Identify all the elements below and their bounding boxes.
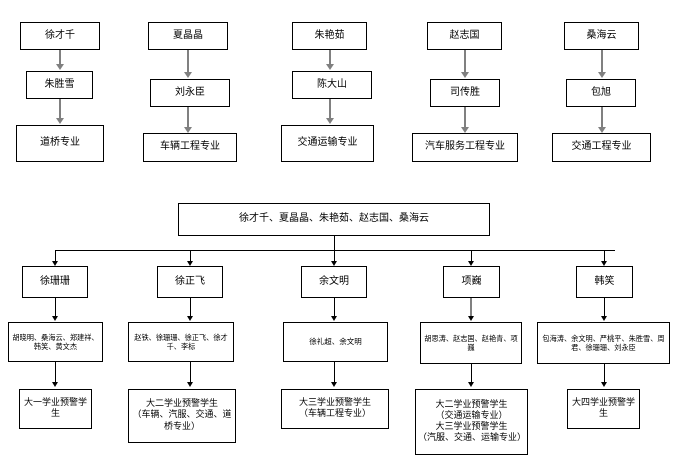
top-major-box-5: 交通工程专业 <box>552 133 651 162</box>
connector-line-top-4a <box>464 50 466 74</box>
arrow-branch-4-icon <box>468 261 474 266</box>
arrow-branch-3b-icon <box>331 382 337 387</box>
connector-line-top-2b <box>187 107 189 129</box>
connector-branch-5-b <box>604 364 605 383</box>
arrow-branch-1a-icon <box>52 316 58 321</box>
connector-line-top-2a <box>187 50 189 74</box>
arrow-top-3a-icon <box>326 64 334 70</box>
branch-target-box-2: 大二学业预警学生 （车辆、汽服、交通、道桥专业） <box>128 389 236 443</box>
connector-branch-3-a <box>334 298 335 317</box>
connector-drop-1 <box>55 250 56 262</box>
arrow-branch-4b-icon <box>468 382 474 387</box>
connector-branch-5-a <box>604 298 605 317</box>
arrow-top-2a-icon <box>184 72 192 78</box>
arrow-top-3b-icon <box>326 118 334 124</box>
connector-drop-5 <box>604 250 605 262</box>
arrow-branch-2a-icon <box>187 316 193 321</box>
branch-target-box-3: 大三学业预警学生 （车辆工程专业） <box>281 389 389 429</box>
connector-branch-2-a <box>190 298 191 317</box>
branch-members-box-5: 包海涛、余文明、严桃平、朱胜雪、周君、徐珊珊、刘永臣 <box>537 322 670 364</box>
arrow-branch-3a-icon <box>331 316 337 321</box>
top-major-box-3: 交通运输专业 <box>281 125 374 162</box>
connector-line-top-1b <box>59 99 61 120</box>
arrow-branch-5a-icon <box>601 316 607 321</box>
connector-distribution-bar <box>55 250 615 251</box>
connector-drop-4 <box>471 250 472 262</box>
branch-target-box-4: 大二学业预警学生 （交通运输专业） 大三学业预警学生 （汽服、交通、运输专业） <box>415 389 528 455</box>
connector-line-top-4b <box>464 107 466 129</box>
connector-branch-1-b <box>55 362 56 383</box>
connector-branch-3-b <box>334 362 335 383</box>
top-major-box-4: 汽车服务工程专业 <box>412 133 518 162</box>
arrow-branch-1b-icon <box>52 382 58 387</box>
arrow-branch-2b-icon <box>187 382 193 387</box>
branch-lead-box-4: 项巍 <box>443 266 500 298</box>
branch-lead-box-3: 余文明 <box>301 266 367 298</box>
branch-members-box-4: 胡思涛、赵志国、赵艳青、项巍 <box>420 322 522 364</box>
branch-lead-box-5: 韩笑 <box>576 266 633 298</box>
connector-drop-2 <box>190 250 191 262</box>
top-major-box-2: 车辆工程专业 <box>143 133 237 162</box>
top-assistant-box-3: 陈大山 <box>292 71 372 99</box>
connector-line-top-5a <box>601 50 603 74</box>
branch-lead-box-1: 徐珊珊 <box>22 266 88 298</box>
top-teacher-box-1: 徐才千 <box>20 22 100 50</box>
branch-members-box-1: 胡晓明、桑海云、郑建祥、韩笑、黄文杰 <box>8 322 103 362</box>
top-teacher-box-2: 夏晶晶 <box>148 22 228 50</box>
top-teacher-box-3: 朱艳茹 <box>292 22 367 50</box>
arrow-branch-4a-icon <box>468 316 474 321</box>
arrow-top-2b-icon <box>184 127 192 133</box>
connector-line-top-1a <box>59 50 61 66</box>
root-box: 徐才千、夏晶晶、朱艳茹、赵志国、桑海云 <box>178 203 490 236</box>
connector-drop-3 <box>334 250 335 262</box>
arrow-top-5b-icon <box>598 127 606 133</box>
top-teacher-box-5: 桑海云 <box>564 22 639 50</box>
connector-branch-1-a <box>55 298 56 317</box>
top-assistant-box-5: 包旭 <box>566 79 636 107</box>
connector-line-top-3b <box>329 99 331 120</box>
arrow-branch-5-icon <box>601 261 607 266</box>
connector-root-stem <box>334 236 335 250</box>
connector-line-top-5b <box>601 107 603 129</box>
arrow-branch-2-icon <box>187 261 193 266</box>
arrow-branch-5b-icon <box>601 382 607 387</box>
top-teacher-box-4: 赵志国 <box>427 22 502 50</box>
arrow-top-4b-icon <box>461 127 469 133</box>
branch-members-box-3: 徐礼超、余文明 <box>283 322 388 362</box>
arrow-branch-3-icon <box>331 261 337 266</box>
arrow-branch-1-icon <box>52 261 58 266</box>
arrow-top-5a-icon <box>598 72 606 78</box>
branch-members-box-2: 赵铁、徐珊珊、徐正飞、徐才千、李标 <box>128 322 234 362</box>
branch-lead-box-2: 徐正飞 <box>157 266 223 298</box>
connector-branch-4-a <box>470 298 472 317</box>
arrow-top-4a-icon <box>461 72 469 78</box>
arrow-top-1a-icon <box>56 64 64 70</box>
top-major-box-1: 道桥专业 <box>16 125 104 162</box>
connector-line-top-3a <box>329 50 331 66</box>
connector-branch-2-b <box>190 362 191 383</box>
arrow-top-1b-icon <box>56 118 64 124</box>
branch-target-box-1: 大一学业预警学生 <box>19 389 92 429</box>
top-assistant-box-1: 朱胜雪 <box>26 71 93 99</box>
branch-target-box-5: 大四学业预警学生 <box>567 389 640 429</box>
top-assistant-box-4: 司传胜 <box>430 79 500 107</box>
top-assistant-box-2: 刘永臣 <box>150 79 230 107</box>
connector-branch-4-b <box>471 364 472 383</box>
